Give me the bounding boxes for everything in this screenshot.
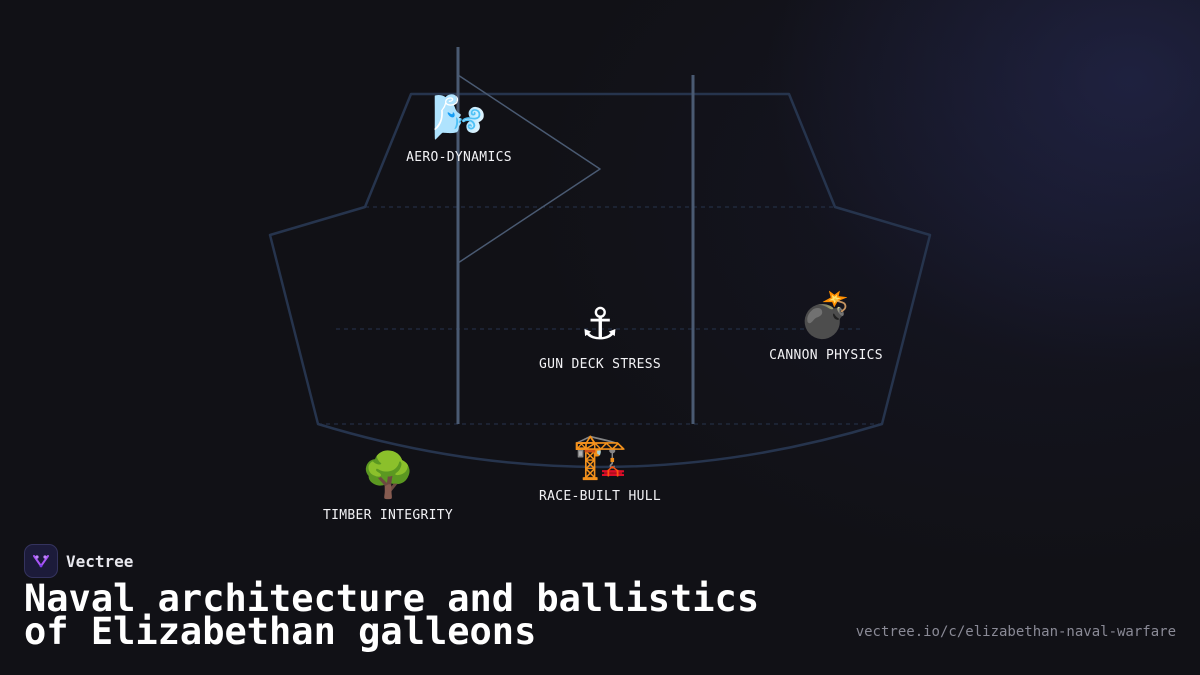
station-label: TIMBER INTEGRITY xyxy=(322,508,454,523)
wind-face-icon: 🌬️ xyxy=(431,92,487,143)
station-label: RACE-BUILT HULL xyxy=(539,489,661,504)
brand: Vectree xyxy=(24,544,133,578)
station-gun-deck-stress: ⚓ GUN DECK STRESS xyxy=(539,299,661,372)
sail xyxy=(457,74,601,264)
station-label: AERO-DYNAMICS xyxy=(406,150,512,165)
vectree-logo-icon xyxy=(24,544,58,578)
station-race-built-hull: 🏗️ RACE-BUILT HULL xyxy=(539,431,661,504)
construction-crane-icon: 🏗️ xyxy=(572,431,628,482)
station-cannon-physics: 💣 CANNON PHYSICS xyxy=(769,290,883,363)
hull-outline xyxy=(268,92,932,469)
bomb-icon: 💣 xyxy=(798,290,854,341)
brand-name: Vectree xyxy=(66,551,134,571)
tree-icon: 🌳 xyxy=(360,450,416,501)
station-timber-integrity: 🌳 TIMBER INTEGRITY xyxy=(323,450,453,523)
anchor-icon: ⚓ xyxy=(580,299,620,350)
station-label: CANNON PHYSICS xyxy=(769,348,883,363)
station-label: GUN DECK STRESS xyxy=(539,357,661,372)
page-title: Naval architecture and ballistics of Eli… xyxy=(24,577,760,653)
station-aero-dynamics: 🌬️ AERO-DYNAMICS xyxy=(406,92,512,165)
course-url[interactable]: vectree.io/c/elizabethan-naval-warfare xyxy=(855,624,1176,640)
